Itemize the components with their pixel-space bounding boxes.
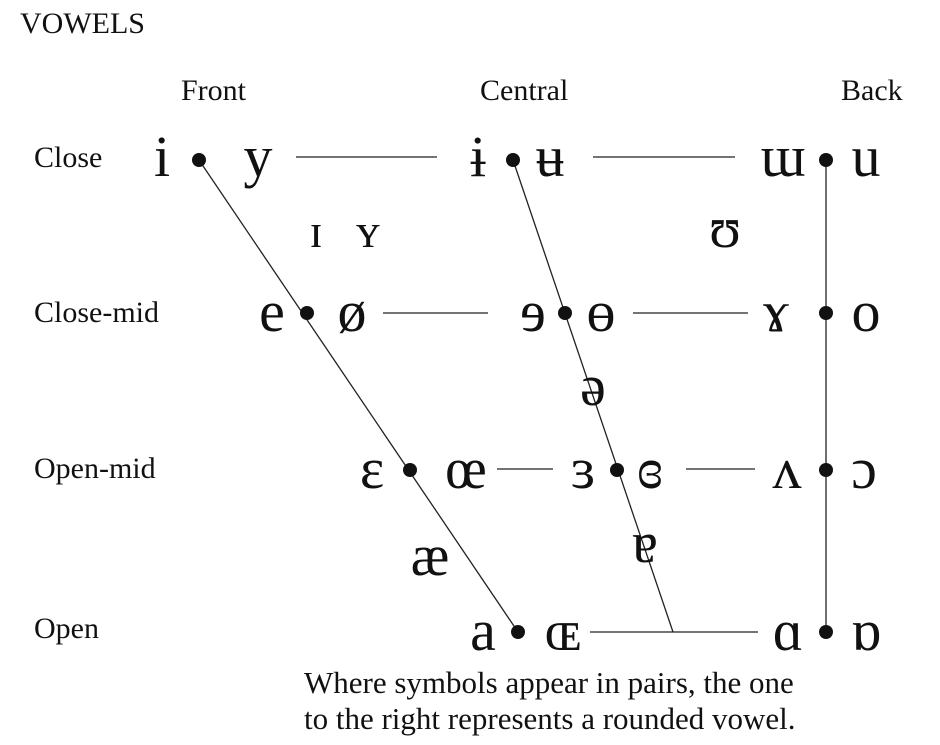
front-edge-line bbox=[198, 159, 519, 633]
row-open-mid: Open-mid bbox=[34, 452, 156, 485]
row-open: Open bbox=[34, 612, 99, 645]
dot-open-mid-central bbox=[610, 463, 624, 477]
vowel-symbol: ɯ bbox=[760, 124, 805, 189]
dot-close-mid-front bbox=[300, 306, 314, 320]
vowel-symbol: ɘ bbox=[520, 279, 546, 344]
dot-open-front bbox=[511, 625, 525, 639]
vowel-symbol: ʌ bbox=[773, 436, 802, 501]
vowel-symbol: ə bbox=[580, 353, 606, 418]
vowel-symbol: æ bbox=[411, 523, 450, 588]
vowel-symbol: e bbox=[259, 279, 285, 344]
dot-open-mid-back bbox=[819, 463, 833, 477]
chart-lines bbox=[198, 156, 827, 633]
vowel-symbol: ʊ bbox=[709, 195, 741, 260]
vowel-symbol: o bbox=[852, 279, 881, 344]
vowel-symbol: ɐ bbox=[632, 510, 658, 575]
column-central: Central bbox=[480, 74, 568, 107]
vowel-symbol: ʉ bbox=[536, 124, 565, 189]
vowel-symbol: ʏ bbox=[356, 205, 380, 258]
row-close: Close bbox=[34, 141, 102, 174]
vowel-symbol: ɤ bbox=[763, 279, 789, 344]
vowel-symbol: œ bbox=[445, 436, 487, 501]
vowel-symbol: ɜ bbox=[571, 436, 595, 501]
dot-close-back bbox=[819, 153, 833, 167]
vowel-symbol: ɒ bbox=[851, 598, 881, 663]
vowel-symbol: ø bbox=[338, 279, 367, 344]
vowel-symbol: ɵ bbox=[587, 279, 616, 344]
chart-dots bbox=[192, 153, 833, 639]
vowel-symbol: ɛ bbox=[360, 436, 384, 501]
column-front: Front bbox=[181, 74, 247, 107]
vowel-symbol: u bbox=[852, 124, 881, 189]
dot-close-front bbox=[192, 153, 206, 167]
chart-title: VOWELS bbox=[20, 7, 145, 40]
vowel-symbol: ɑ bbox=[773, 598, 803, 663]
dot-close-mid-back bbox=[819, 306, 833, 320]
dot-open-mid-front bbox=[403, 463, 417, 477]
vowel-symbol: i bbox=[154, 124, 170, 189]
dot-close-central bbox=[506, 153, 520, 167]
row-close-mid: Close-mid bbox=[34, 296, 159, 329]
vowel-symbol: ɞ bbox=[637, 436, 663, 501]
vowel-symbol: ɨ bbox=[470, 124, 486, 189]
dot-close-mid-central bbox=[558, 306, 572, 320]
note-line-2: to the right represents a rounded vowel. bbox=[304, 701, 796, 736]
vowel-symbol: y bbox=[244, 124, 273, 189]
vowel-symbol: ɔ bbox=[851, 436, 877, 501]
vowel-symbol: a bbox=[470, 598, 496, 663]
vowel-symbol: ɪ bbox=[309, 205, 322, 258]
central-line bbox=[512, 159, 674, 633]
column-back: Back bbox=[841, 74, 903, 107]
dot-open-back bbox=[819, 625, 833, 639]
vowel-symbol: ɶ bbox=[545, 598, 582, 663]
note-line-1: Where symbols appear in pairs, the one bbox=[304, 665, 794, 700]
